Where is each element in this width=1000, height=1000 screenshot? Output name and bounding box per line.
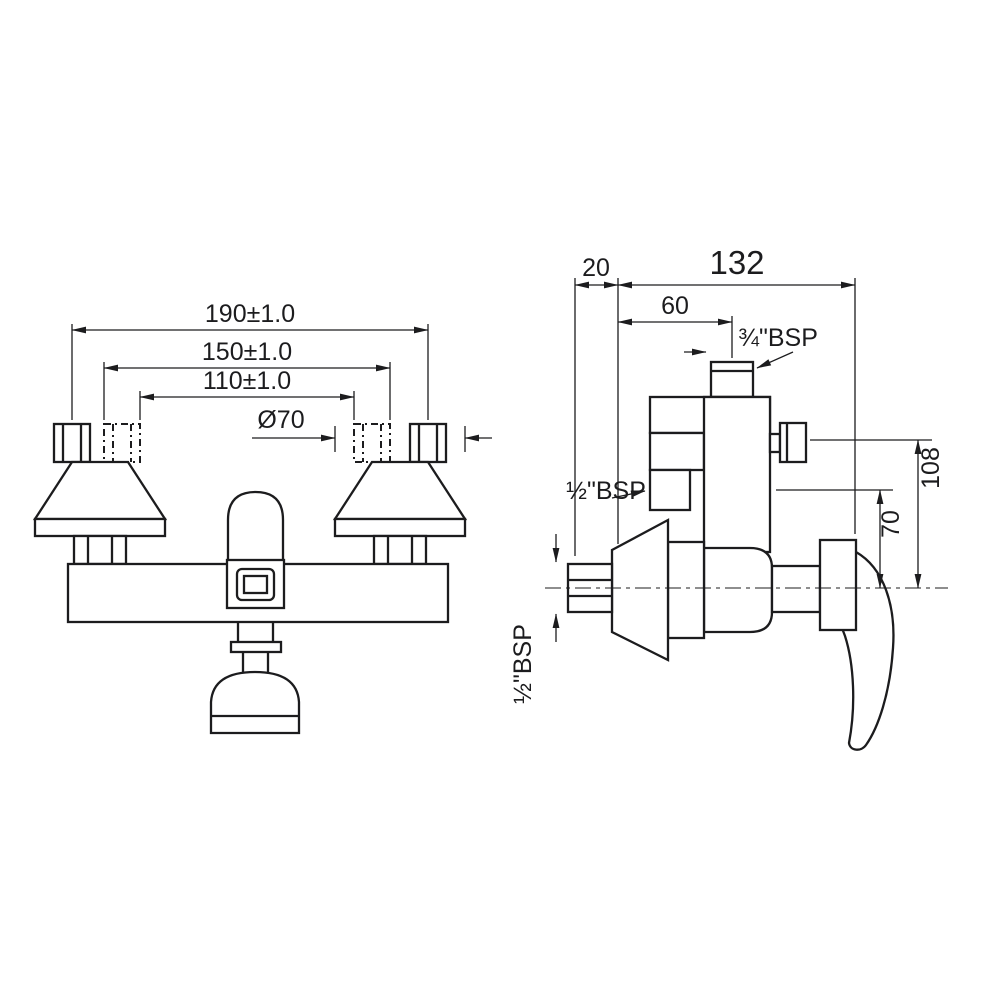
- inlet-pipe-left: [52, 422, 92, 464]
- outlet-spout: [209, 622, 301, 735]
- escutcheon-side: [610, 518, 670, 662]
- inlet-pipe-left-alt-position: [103, 423, 141, 463]
- front-thread-leader: [611, 490, 646, 499]
- side-view: [566, 360, 895, 751]
- escutcheon-left: [32, 460, 168, 566]
- side-view-dimensions: 20 132 60 ¾"BSP ½"BSP 70 108 ½"BSP: [509, 244, 948, 704]
- escutcheon-backplate: [666, 540, 706, 640]
- wall-plate: [818, 538, 858, 632]
- wall-connector: [770, 564, 822, 614]
- dim-text-outlet-offset: 60: [661, 292, 689, 320]
- top-thread-leader: [756, 351, 794, 369]
- diverter: [225, 558, 286, 610]
- inlet-pipe-right: [408, 422, 448, 464]
- top-outlet-pipe: [709, 360, 755, 399]
- body-left-block: [648, 431, 706, 472]
- dim-text-flange-diameter: Ø70: [257, 406, 304, 434]
- check-valve-knob: [768, 421, 808, 464]
- thread-label-inlet: ½"BSP: [509, 624, 537, 704]
- riser-column: [226, 490, 285, 564]
- front-view-dimensions: 190±1.0 150±1.0 110±1.0 Ø70: [71, 300, 492, 452]
- dim-text-total-depth: 132: [709, 244, 764, 281]
- escutcheon-right: [332, 460, 468, 566]
- dim-text-height-outlet: 70: [877, 510, 905, 538]
- body-hub: [702, 546, 774, 634]
- thread-label-top-outlet: ¾"BSP: [738, 324, 818, 352]
- dim-text-mid-centers: 150±1.0: [202, 338, 292, 366]
- dim-text-inner-centers: 110±1.0: [203, 367, 291, 395]
- front-view: [32, 422, 468, 735]
- body-column: [702, 395, 772, 554]
- front-shower-outlet: [648, 468, 692, 512]
- dim-text-wall-offset: 20: [582, 254, 610, 282]
- inlet-pipe-right-alt-position: [353, 423, 391, 463]
- dim-text-outer-centers: 190±1.0: [205, 300, 295, 328]
- thread-label-front-outlet: ½"BSP: [566, 477, 646, 505]
- dim-text-height-top: 108: [917, 447, 945, 489]
